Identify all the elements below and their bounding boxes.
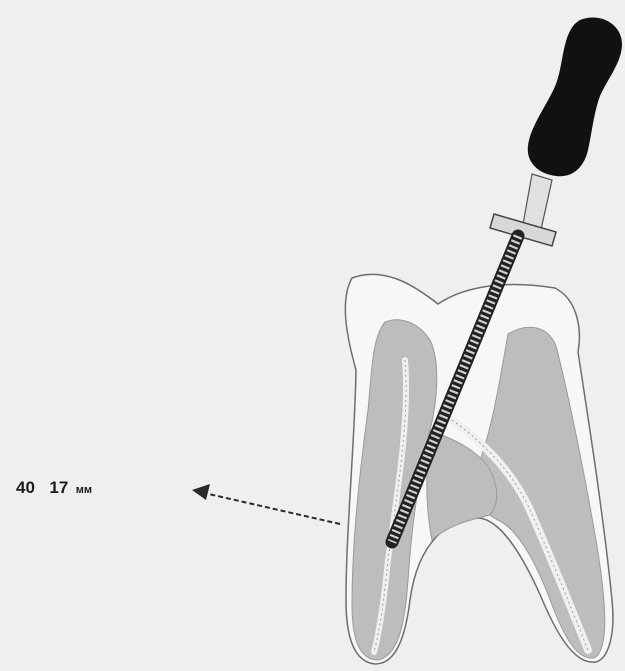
- unit-label: мм: [76, 484, 92, 496]
- file-size-label: 40: [16, 478, 35, 497]
- working-length-label: 17: [49, 478, 68, 497]
- measurement-label: 40 17 мм: [16, 478, 92, 498]
- measurement-arrow-head: [192, 484, 210, 500]
- file-handle: [528, 17, 622, 176]
- rubber-stop: [490, 214, 556, 246]
- measurement-arrow-line: [200, 492, 340, 524]
